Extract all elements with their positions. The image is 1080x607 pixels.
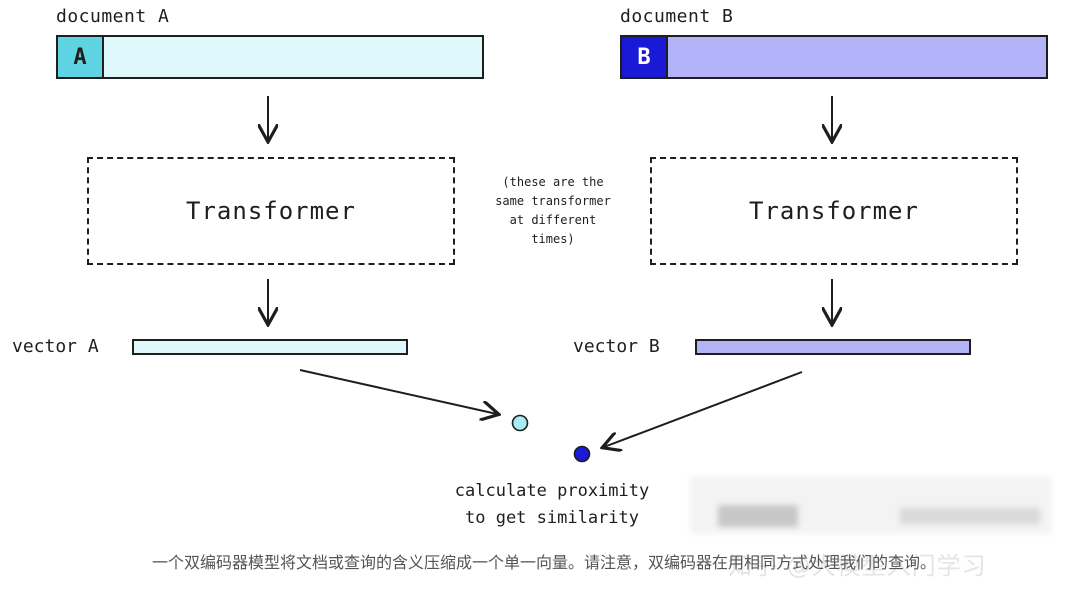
proximity-label: calculate proximity to get similarity xyxy=(422,478,682,532)
arrow-vector-a-to-point xyxy=(299,369,497,414)
blurred-area xyxy=(718,505,798,527)
document-b-bar: B xyxy=(620,35,1048,79)
vector-b-bar xyxy=(695,339,971,355)
watermark: 知乎 @大模型入门学习 xyxy=(728,552,987,580)
point-a xyxy=(511,414,529,432)
transformer-a-box: Transformer xyxy=(87,157,455,265)
note-line: times) xyxy=(531,232,575,246)
vector-a-label: vector A xyxy=(12,336,99,357)
note-line: at different xyxy=(509,213,597,227)
vector-a-bar xyxy=(132,339,408,355)
document-b-label: document B xyxy=(620,6,734,27)
shared-transformer-note: (these are the same transformer at diffe… xyxy=(478,173,628,249)
arrow-vector-b-to-point xyxy=(604,371,803,447)
figure-caption: 一个双编码器模型将文档或查询的含义压缩成一个单一向量。请注意，双编码器在用相同方… xyxy=(151,553,936,572)
caption-area xyxy=(0,538,1080,607)
proximity-line: to get similarity xyxy=(465,508,639,528)
note-line: (these are the xyxy=(502,175,604,189)
document-a-badge: A xyxy=(58,37,104,77)
note-line: same transformer xyxy=(495,194,611,208)
document-a-label: document A xyxy=(56,6,170,27)
document-b-badge: B xyxy=(622,37,668,77)
document-a-bar: A xyxy=(56,35,484,79)
transformer-b-label: Transformer xyxy=(749,197,919,225)
point-b xyxy=(573,445,591,463)
proximity-line: calculate proximity xyxy=(454,481,650,501)
blurred-area xyxy=(900,508,1040,524)
transformer-a-label: Transformer xyxy=(186,197,356,225)
transformer-b-box: Transformer xyxy=(650,157,1018,265)
vector-b-label: vector B xyxy=(573,336,660,357)
